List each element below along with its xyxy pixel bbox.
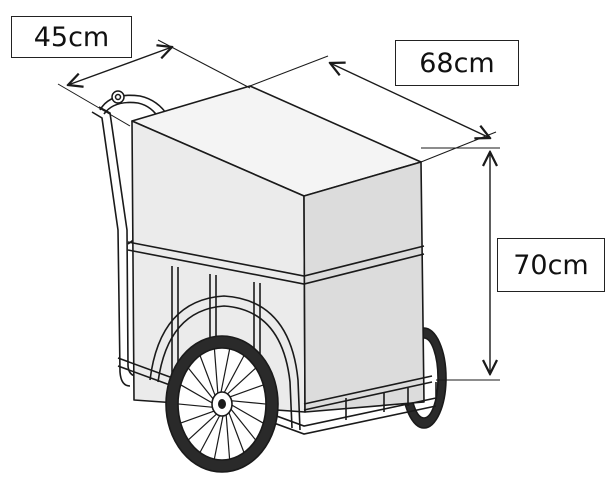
depth-dimension-label: 68cm <box>395 40 519 86</box>
wheel-fender <box>149 295 301 431</box>
width-dimension-label: 45cm <box>11 16 132 58</box>
wheel-spoke <box>187 412 219 441</box>
depth-arrow <box>330 63 490 138</box>
wheel-spoke <box>225 367 257 396</box>
handle-grip <box>111 90 125 104</box>
wheel-spoke <box>227 410 245 453</box>
wheel-spoke <box>220 348 231 395</box>
wheel-spoke <box>180 384 215 405</box>
wheel-spoke <box>180 409 217 424</box>
wheel-spoke <box>213 348 219 396</box>
wheel-spoke <box>213 413 224 460</box>
wheel-spoke <box>222 355 245 395</box>
dimension-lines <box>57 39 500 381</box>
front-wheel <box>165 335 279 473</box>
cargo-box <box>131 85 425 413</box>
wheel-spoke <box>229 407 257 441</box>
height-dimension-label: 70cm <box>497 238 605 292</box>
wheel-spoke <box>227 384 264 399</box>
wheel-spoke <box>199 413 222 453</box>
wheel-spoke <box>187 367 215 401</box>
width-arrow <box>68 47 172 85</box>
wheel-spoke <box>199 355 217 398</box>
wheel-spoke <box>225 412 231 460</box>
box-side-face <box>303 161 425 413</box>
wheel-spoke <box>177 403 215 409</box>
wheel-spoke <box>229 399 267 405</box>
wheel-spokes <box>177 348 267 460</box>
wheel-spoke <box>229 403 264 424</box>
